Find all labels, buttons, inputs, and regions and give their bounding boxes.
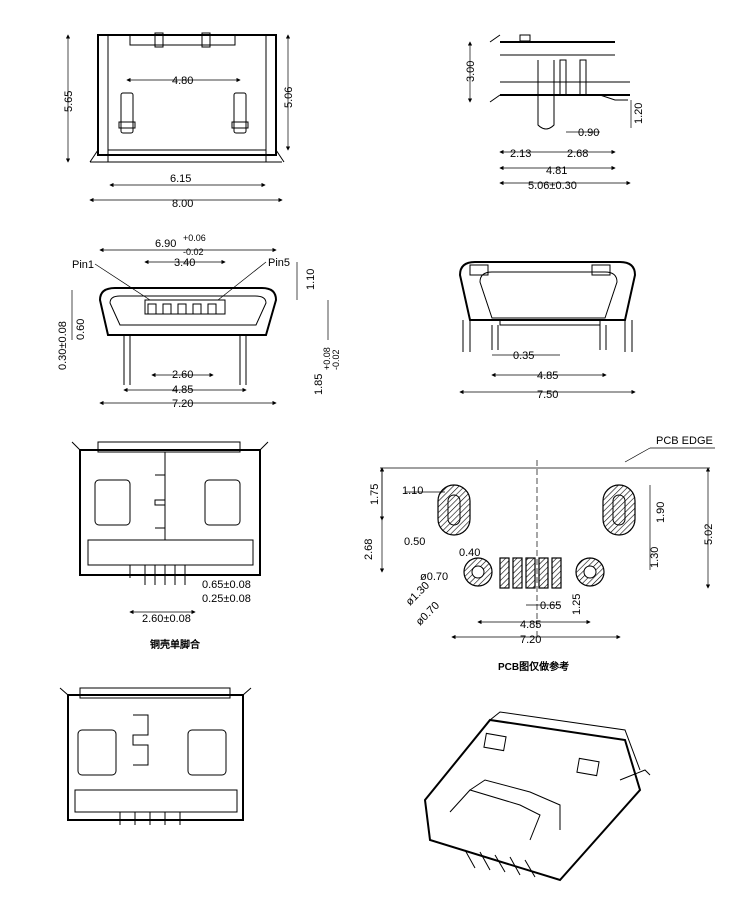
end-view: 0.35 4.85 7.50: [458, 261, 637, 401]
dim-pin-690-tol-dn: -0.02: [183, 247, 204, 257]
dim-pcb-130: 1.30: [649, 547, 661, 568]
dim-front-height-total: 5.65: [63, 91, 75, 112]
dim-end-485: 4.85: [537, 370, 558, 382]
dim-pcb-190: 1.90: [655, 502, 667, 523]
dim-pin-060: 0.60: [75, 319, 87, 340]
dim-front-width-inner: 4.80: [172, 75, 193, 87]
front-view: 4.80 5.65 5.06 6.15 8.00: [63, 32, 295, 210]
dim-pin-185-tol-up: +0.08: [322, 347, 332, 370]
dim-side-height: 3.00: [465, 61, 477, 82]
dim-pcb-268: 2.68: [363, 539, 375, 560]
side-view: 3.00 1.20 0.90 2.13 2.68 4.81 5.06±0.30: [465, 34, 645, 192]
dim-bottom-025: 0.25±0.08: [202, 593, 251, 605]
dim-pcb-110: 1.10: [402, 485, 423, 497]
dim-pin-690: 6.90: [155, 238, 176, 250]
dim-side-213: 2.13: [510, 148, 531, 160]
dim-side-pin-height: 1.20: [633, 103, 645, 124]
dim-pin-340: 3.40: [174, 257, 195, 269]
dim-pcb-720: 7.20: [520, 634, 541, 646]
isometric-view: [423, 711, 651, 882]
dim-pcb-065: 0.65: [540, 600, 561, 612]
top-view: [59, 687, 252, 825]
dim-pin-110: 1.10: [305, 269, 317, 290]
label-pin1: Pin1: [72, 259, 94, 271]
dim-bottom-260: 2.60±0.08: [142, 613, 191, 625]
dim-pcb-phi130: ø1.30: [404, 580, 432, 608]
dim-pcb-125: 1.25: [571, 594, 583, 615]
dim-side-481: 4.81: [546, 165, 567, 177]
dim-pcb-050: 0.50: [404, 536, 425, 548]
dim-end-035: 0.35: [513, 350, 534, 362]
label-pin5: Pin5: [268, 257, 290, 269]
dim-pin-260: 2.60: [172, 369, 193, 381]
dim-pcb-485: 4.85: [520, 619, 541, 631]
dim-front-total-width: 8.00: [172, 198, 193, 210]
dim-pcb-040: 0.40: [459, 547, 480, 559]
pcb-edge-label: PCB EDGE: [656, 435, 713, 447]
dim-bottom-065: 0.65±0.08: [202, 579, 251, 591]
dim-pin-485: 4.85: [172, 384, 193, 396]
dim-end-750: 7.50: [537, 389, 558, 401]
dim-front-height-body: 5.06: [283, 87, 295, 108]
dim-pcb-phi070-a: ø0.70: [420, 571, 448, 583]
dim-pin-185: 1.85: [313, 374, 325, 395]
pcb-layout: PCB EDGE 1.75 1.10 1.90 2.68 0.50 0.40 1…: [363, 435, 715, 673]
dim-pcb-502: 5.02: [703, 524, 715, 545]
dim-pin-720: 7.20: [172, 398, 193, 410]
dim-pin-690-tol-up: +0.06: [183, 233, 206, 243]
dim-side-268: 2.68: [567, 148, 588, 160]
pcb-caption: PCB图仅做参考: [498, 660, 569, 673]
dim-side-090: 0.90: [578, 127, 599, 139]
dim-side-506: 5.06±0.30: [528, 180, 577, 192]
bottom-caption: 铜壳单脚合: [150, 638, 201, 651]
bottom-view: 0.65±0.08 0.25±0.08 2.60±0.08 铜壳单脚合: [71, 441, 269, 651]
dim-front-base-width: 6.15: [170, 173, 191, 185]
dim-pin-030: 0.30±0.08: [57, 321, 69, 370]
dim-pcb-175: 1.75: [369, 484, 381, 505]
dim-pcb-phi070-b: ø0.70: [414, 600, 442, 628]
dim-pin-185-tol-dn: -0.02: [331, 349, 341, 370]
pin-view: Pin1 Pin5 6.90 +0.06 -0.02 3.40 1.10 0.3…: [57, 233, 341, 410]
